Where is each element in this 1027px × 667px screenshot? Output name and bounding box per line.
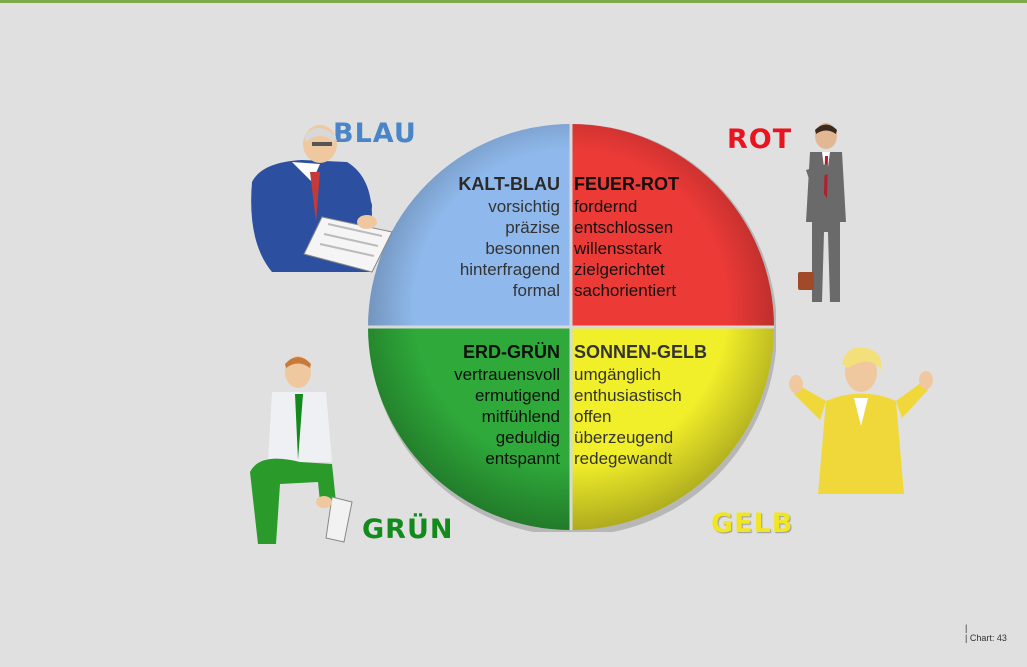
trait: zielgerichtet bbox=[574, 260, 665, 279]
quadrant-rot-text: FEUER-ROT fordernd entschlossen willenss… bbox=[574, 172, 764, 301]
color-circle: KALT-BLAU vorsichtig präzise besonnen hi… bbox=[366, 122, 776, 532]
trait: enthusiastisch bbox=[574, 386, 682, 405]
trait: willensstark bbox=[574, 239, 662, 258]
trait: geduldig bbox=[495, 428, 560, 447]
heading-kalt-blau: KALT-BLAU bbox=[458, 174, 560, 194]
footer: | | Chart: 43 bbox=[965, 623, 1007, 643]
trait: hinterfragend bbox=[459, 260, 560, 279]
heading-sonnen-gelb: SONNEN-GELB bbox=[574, 342, 708, 362]
heading-feuer-rot: FEUER-ROT bbox=[574, 174, 679, 194]
label-blau: BLAU bbox=[333, 118, 417, 149]
trait: präzise bbox=[505, 218, 560, 237]
businessman-reading-icon bbox=[251, 125, 393, 273]
trait: überzeugend bbox=[574, 428, 674, 447]
trait: vertrauensvoll bbox=[454, 365, 560, 384]
quadrant-gruen-text: ERD-GRÜN vertrauensvoll ermutigend mitfü… bbox=[370, 340, 560, 469]
color-circle-graphic bbox=[368, 124, 776, 532]
trait: mitfühlend bbox=[481, 407, 560, 426]
trait: offen bbox=[574, 407, 612, 426]
trait: besonnen bbox=[485, 239, 560, 258]
top-rule bbox=[0, 0, 1027, 3]
trait: vorsichtig bbox=[488, 197, 560, 216]
trait: entspannt bbox=[485, 449, 560, 468]
trait: sachorientiert bbox=[574, 281, 677, 300]
label-gelb: GELB bbox=[711, 508, 794, 539]
label-gruen: GRÜN bbox=[362, 514, 454, 545]
trait: ermutigend bbox=[474, 386, 560, 405]
trait: umgänglich bbox=[574, 365, 661, 384]
trait: entschlossen bbox=[574, 218, 674, 237]
trait: redegewandt bbox=[574, 449, 673, 468]
trait: formal bbox=[512, 281, 560, 300]
heading-erd-gruen: ERD-GRÜN bbox=[463, 342, 560, 362]
label-rot: ROT bbox=[727, 124, 793, 155]
man-sitting-icon bbox=[250, 356, 353, 544]
quadrant-gelb-text: SONNEN-GELB umgänglich enthusiastisch of… bbox=[574, 340, 764, 469]
quadrant-blau-text: KALT-BLAU vorsichtig präzise besonnen hi… bbox=[380, 172, 560, 301]
footer-separator: | bbox=[965, 623, 968, 633]
trait: fordernd bbox=[574, 197, 638, 216]
businessman-watch-icon bbox=[798, 123, 846, 302]
chart-number: | Chart: 43 bbox=[965, 633, 1007, 643]
woman-gesturing-icon bbox=[789, 347, 933, 494]
